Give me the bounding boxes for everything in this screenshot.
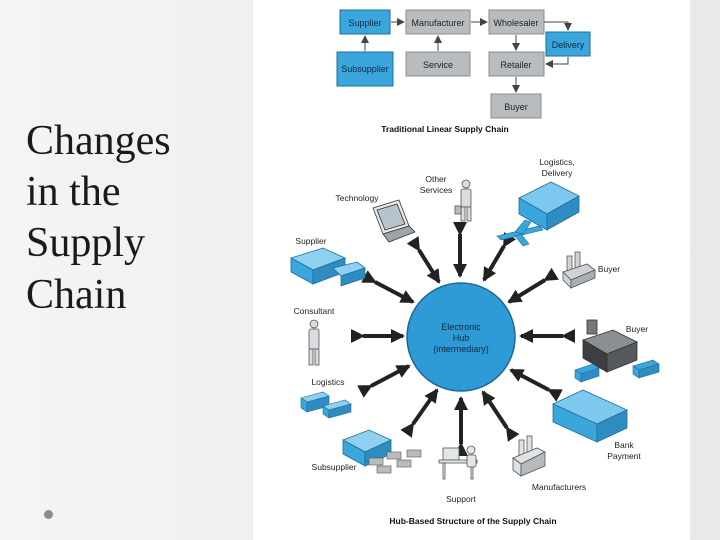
title-line: Chain xyxy=(26,271,127,318)
hub-spokes xyxy=(351,222,575,456)
buyer-box-label: Buyer xyxy=(504,102,528,112)
linear-chain-caption: Traditional Linear Supply Chain xyxy=(381,124,509,134)
title-line: in the xyxy=(26,169,121,216)
other-services-label-line1: Other xyxy=(425,174,446,184)
support-person-icon xyxy=(438,445,478,480)
spoke-logistics xyxy=(357,364,411,398)
spoke-supplier xyxy=(361,270,415,304)
buyer-mid-label: Buyer xyxy=(626,324,648,334)
manufacturers-icon xyxy=(512,435,546,477)
bank-payment-label-line2: Payment xyxy=(607,451,641,461)
buyer-top-label: Buyer xyxy=(598,264,620,274)
spoke-technology xyxy=(406,236,441,284)
delivery-box-label: Delivery xyxy=(552,40,585,50)
hub-label-line3: (intermediary) xyxy=(433,344,489,354)
hub-structure-caption: Hub-Based Structure of the Supply Chain xyxy=(389,516,556,526)
service-box-label: Service xyxy=(423,60,453,70)
retailer-box xyxy=(488,51,545,77)
warehouse-icon xyxy=(518,181,580,231)
subsupplier-box xyxy=(336,51,394,87)
electronic-hub xyxy=(406,282,516,392)
laptop-icon xyxy=(372,199,416,243)
manufacturers-label: Manufacturers xyxy=(532,482,586,492)
spoke-subsupplier xyxy=(400,388,439,438)
spoke-manufacturers xyxy=(481,390,520,442)
other-services-label-line2: Services xyxy=(420,185,453,195)
title-line: Supply xyxy=(26,220,146,267)
spoke-bank xyxy=(509,368,563,402)
bank-icon xyxy=(552,389,628,443)
person-icon xyxy=(454,179,472,222)
spoke-buyer-top xyxy=(507,267,559,304)
technology-label: Technology xyxy=(335,193,379,203)
service-box xyxy=(405,51,471,77)
consultant-label: Consultant xyxy=(294,306,335,316)
hub-structure: Electronic Hub (intermediary) Other Serv… xyxy=(289,157,660,526)
truck-icon xyxy=(574,359,660,383)
factory-icon xyxy=(562,251,596,289)
airplane-icon xyxy=(496,219,544,247)
arrow-delivery-retailer xyxy=(545,57,569,68)
wholesaler-box-label: Wholesaler xyxy=(493,18,538,28)
bullet-dot xyxy=(44,510,53,519)
spoke-logistics-delivery xyxy=(482,232,517,282)
hub-label-line2: Hub xyxy=(453,333,470,343)
logistics-delivery-label-line2: Delivery xyxy=(542,168,573,178)
supply-chain-diagram: Supplier Manufacturer Wholesaler Deliver… xyxy=(289,9,660,526)
buyer-box xyxy=(490,93,542,119)
supplier-box-label: Supplier xyxy=(348,18,381,28)
arrow-wholesaler-delivery xyxy=(544,21,572,31)
supply-chain-figure: Supplier Manufacturer Wholesaler Deliver… xyxy=(253,0,690,540)
logistics-label: Logistics xyxy=(311,377,344,387)
consultant-person-icon xyxy=(308,319,320,366)
bank-payment-label-line1: Bank xyxy=(614,440,634,450)
supplier-factory-icon xyxy=(289,247,366,287)
retailer-box-label: Retailer xyxy=(500,60,531,70)
slide-title: Changes in the Supply Chain xyxy=(26,116,246,321)
supplier-label: Supplier xyxy=(295,236,326,246)
logistics-trucks-icon xyxy=(300,391,352,419)
subsupplier-trucks-icon xyxy=(368,449,422,474)
subsupplier-box-label: Subsupplier xyxy=(341,64,389,74)
subsupplier-factory-icon xyxy=(342,429,392,467)
supplier-box xyxy=(339,9,391,35)
title-line: Changes xyxy=(26,118,171,164)
manufacturer-box xyxy=(405,9,471,35)
manufacturer-box-label: Manufacturer xyxy=(411,18,464,28)
linear-chain: Supplier Manufacturer Wholesaler Deliver… xyxy=(336,9,591,134)
wholesaler-box xyxy=(488,9,545,35)
logistics-delivery-label-line1: Logistics, xyxy=(539,157,574,167)
delivery-box xyxy=(545,31,591,57)
support-label: Support xyxy=(446,494,476,504)
subsupplier-label: Subsupplier xyxy=(312,462,357,472)
hub-label-line1: Electronic xyxy=(441,322,481,332)
distribution-center-icon xyxy=(582,319,638,373)
